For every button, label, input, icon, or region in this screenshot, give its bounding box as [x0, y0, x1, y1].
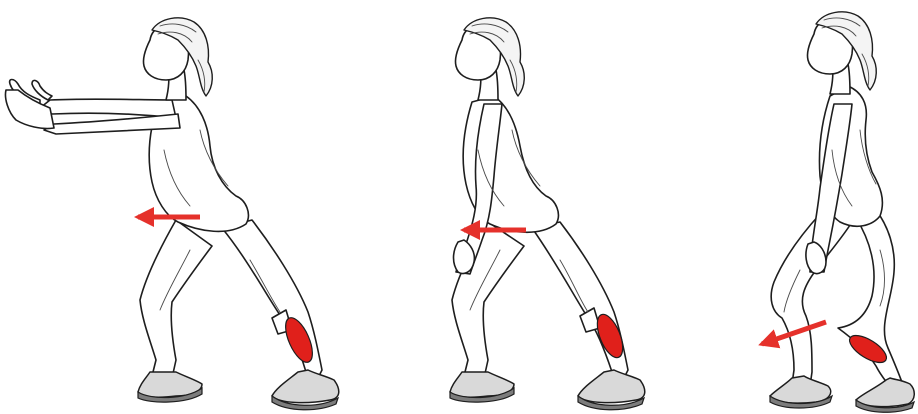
figure-1 [5, 18, 338, 410]
figure-3 [770, 12, 914, 412]
front-shoe [770, 376, 832, 408]
front-shoe [450, 372, 514, 402]
front-leg [140, 220, 212, 378]
back-leg [838, 210, 904, 392]
front-shoe [138, 372, 202, 402]
front-leg [771, 214, 852, 386]
extended-arm-upper [40, 99, 176, 118]
panel-1 [5, 18, 338, 410]
panel-3 [762, 12, 914, 412]
back-shoe [272, 370, 339, 410]
back-shoe [856, 378, 914, 412]
panel-2 [450, 18, 645, 410]
back-shoe [578, 370, 645, 410]
